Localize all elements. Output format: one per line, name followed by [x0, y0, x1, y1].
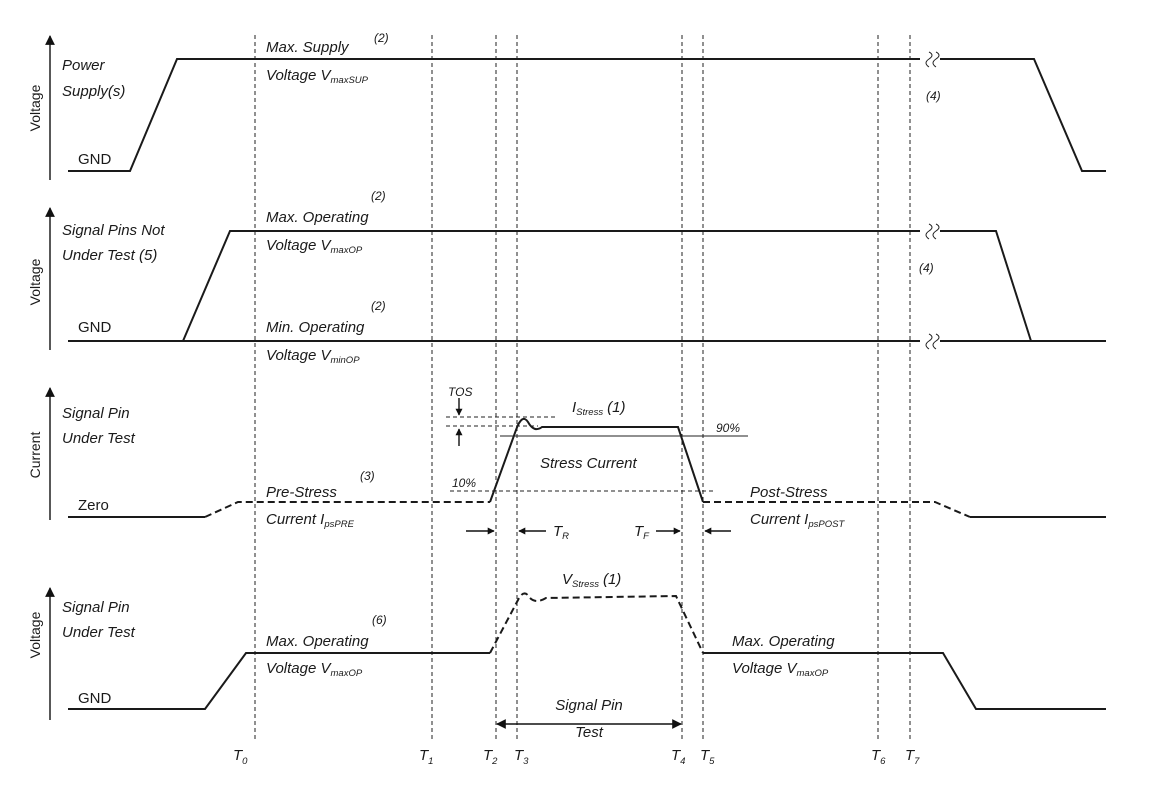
signal-label: Signal Pins Not	[62, 222, 165, 239]
time-markers	[254, 35, 911, 742]
pre-stress-label: Pre-Stress	[266, 484, 337, 501]
signal-label: Under Test	[62, 430, 136, 447]
break-icon	[925, 223, 940, 240]
note-label: (2)	[374, 31, 389, 45]
break-icon	[925, 333, 940, 350]
max-operating-trace-end	[940, 230, 1032, 342]
break-icon	[925, 51, 940, 68]
time-label-t6: T6	[871, 747, 886, 767]
gnd-label: GND	[78, 690, 112, 707]
stress-current-trace	[489, 417, 704, 503]
pin-voltage-trace	[68, 652, 490, 710]
ninety-percent-label: 90%	[716, 421, 740, 435]
level-label: Voltage VmaxOP	[732, 660, 829, 679]
test-span-label: Test	[575, 724, 604, 741]
test-span-label: Signal Pin	[555, 697, 623, 714]
y-axis-label: Voltage	[27, 84, 43, 131]
post-stress-label: Post-Stress	[750, 484, 828, 501]
time-label-t1: T1	[419, 747, 433, 767]
zero-label: Zero	[78, 497, 109, 514]
post-stress-label: Current IpsPOST	[750, 511, 845, 530]
level-label: Voltage VmaxOP	[266, 660, 363, 679]
pre-stress-trace	[204, 501, 490, 518]
supply-trace-end	[940, 58, 1106, 172]
signal-label: Under Test	[62, 624, 136, 641]
gnd-label: GND	[78, 319, 112, 336]
tos-label: TOS	[448, 385, 472, 399]
time-label-t7: T7	[905, 747, 920, 767]
level-label: Voltage VmaxSUP	[266, 67, 369, 86]
panel-current: Current Signal Pin Under Test Zero TOS I…	[27, 385, 1106, 542]
istress-label: IStress(1)	[572, 399, 625, 418]
signal-label: Power	[62, 57, 106, 74]
tf-label: TF	[634, 523, 650, 542]
vstress-label: VStress(1)	[562, 571, 621, 590]
note-label: (3)	[360, 469, 375, 483]
max-operating-trace	[182, 230, 920, 342]
note-label: (4)	[919, 261, 934, 275]
time-labels: T0 T1 T2 T3 T4 T5 T6 T7	[233, 747, 920, 767]
panel-pin-voltage: Voltage Signal Pin Under Test GND VStres…	[27, 571, 1106, 741]
level-label: Max. Supply	[266, 39, 350, 56]
level-label: Min. Operating	[266, 319, 365, 336]
level-label: Max. Operating	[266, 209, 369, 226]
note-label: (2)	[371, 299, 386, 313]
note-label: (6)	[372, 613, 387, 627]
time-label-t2: T2	[483, 747, 498, 767]
y-axis-label: Voltage	[27, 258, 43, 305]
signal-label: Signal Pin	[62, 405, 130, 422]
time-label-t5: T5	[700, 747, 715, 767]
ten-percent-label: 10%	[452, 476, 476, 490]
time-label-t4: T4	[671, 747, 685, 767]
level-label: Max. Operating	[266, 633, 369, 650]
pre-stress-label: Current IpsPRE	[266, 511, 355, 530]
tr-label: TR	[553, 523, 569, 542]
pin-voltage-trace-end	[703, 652, 1106, 710]
signal-label: Under Test (5)	[62, 247, 157, 264]
supply-trace	[68, 58, 920, 172]
vstress-trace	[489, 592, 704, 654]
note-label: (2)	[371, 189, 386, 203]
stress-current-label: Stress Current	[540, 455, 638, 472]
panel-pins-not-under-test: Voltage Signal Pins Not Under Test (5) G…	[27, 189, 1106, 366]
time-label-t0: T0	[233, 747, 248, 767]
level-label: Voltage VminOP	[266, 347, 360, 366]
gnd-label: GND	[78, 151, 112, 168]
note-label: (4)	[926, 89, 941, 103]
level-label: Voltage VmaxOP	[266, 237, 363, 256]
time-label-t3: T3	[514, 747, 529, 767]
level-label: Max. Operating	[732, 633, 835, 650]
y-axis-label: Voltage	[27, 611, 43, 658]
post-stress-trace	[703, 501, 971, 518]
signal-label: Signal Pin	[62, 599, 130, 616]
signal-label: Supply(s)	[62, 83, 125, 100]
panel-power-supply: Voltage Power Supply(s) GND Max. Supply …	[27, 31, 1106, 180]
y-axis-label: Current	[27, 432, 43, 479]
